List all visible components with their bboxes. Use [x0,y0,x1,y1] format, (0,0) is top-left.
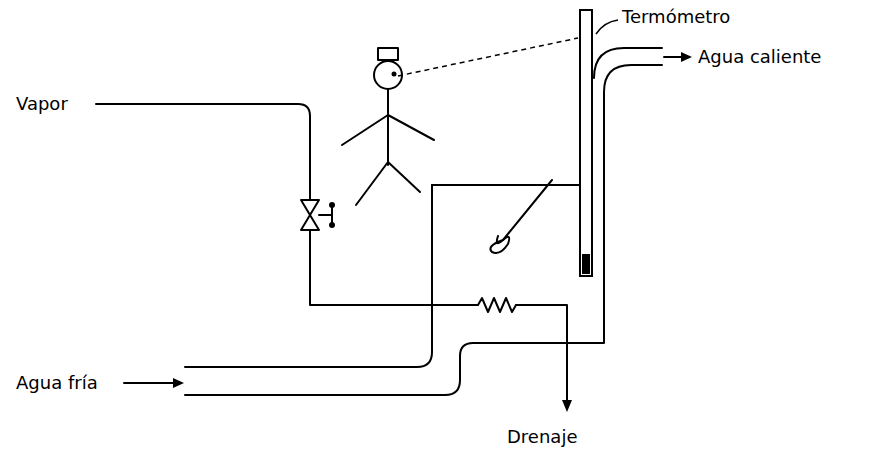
steam-pipe [310,230,478,305]
leader-line [596,20,618,34]
steam-pipe [96,104,310,200]
stirrer-shaft [503,180,552,240]
valve-handle [329,202,335,208]
valve-symbol [301,200,319,230]
thermometer [580,10,592,276]
resistor-symbol [478,298,516,312]
label-text: Agua fría [14,372,100,394]
valve-handle [329,222,335,228]
thermometer-bulb [582,254,590,274]
valve-handle [319,205,332,225]
label-text: Termómetro [620,6,732,28]
outlet-pipe [594,48,662,78]
operator-arms [342,115,434,145]
operator-eye [392,72,397,77]
operator-body [387,89,389,165]
tank-wall [185,185,432,367]
drain-pipe [516,305,567,400]
label-text: Drenaje [505,426,579,448]
stirrer-propeller [490,236,509,253]
operator-legs [356,162,420,205]
tank-top [432,184,580,186]
arrow-head [173,378,184,388]
sight-line [398,38,578,76]
label-text: Agua caliente [696,46,823,68]
flow-arrow [124,382,176,384]
arrow-head [681,52,692,62]
arrow-head [562,400,572,412]
label-text: Vapor [14,93,70,115]
operator-head [374,61,402,89]
operator-hat [378,48,398,60]
